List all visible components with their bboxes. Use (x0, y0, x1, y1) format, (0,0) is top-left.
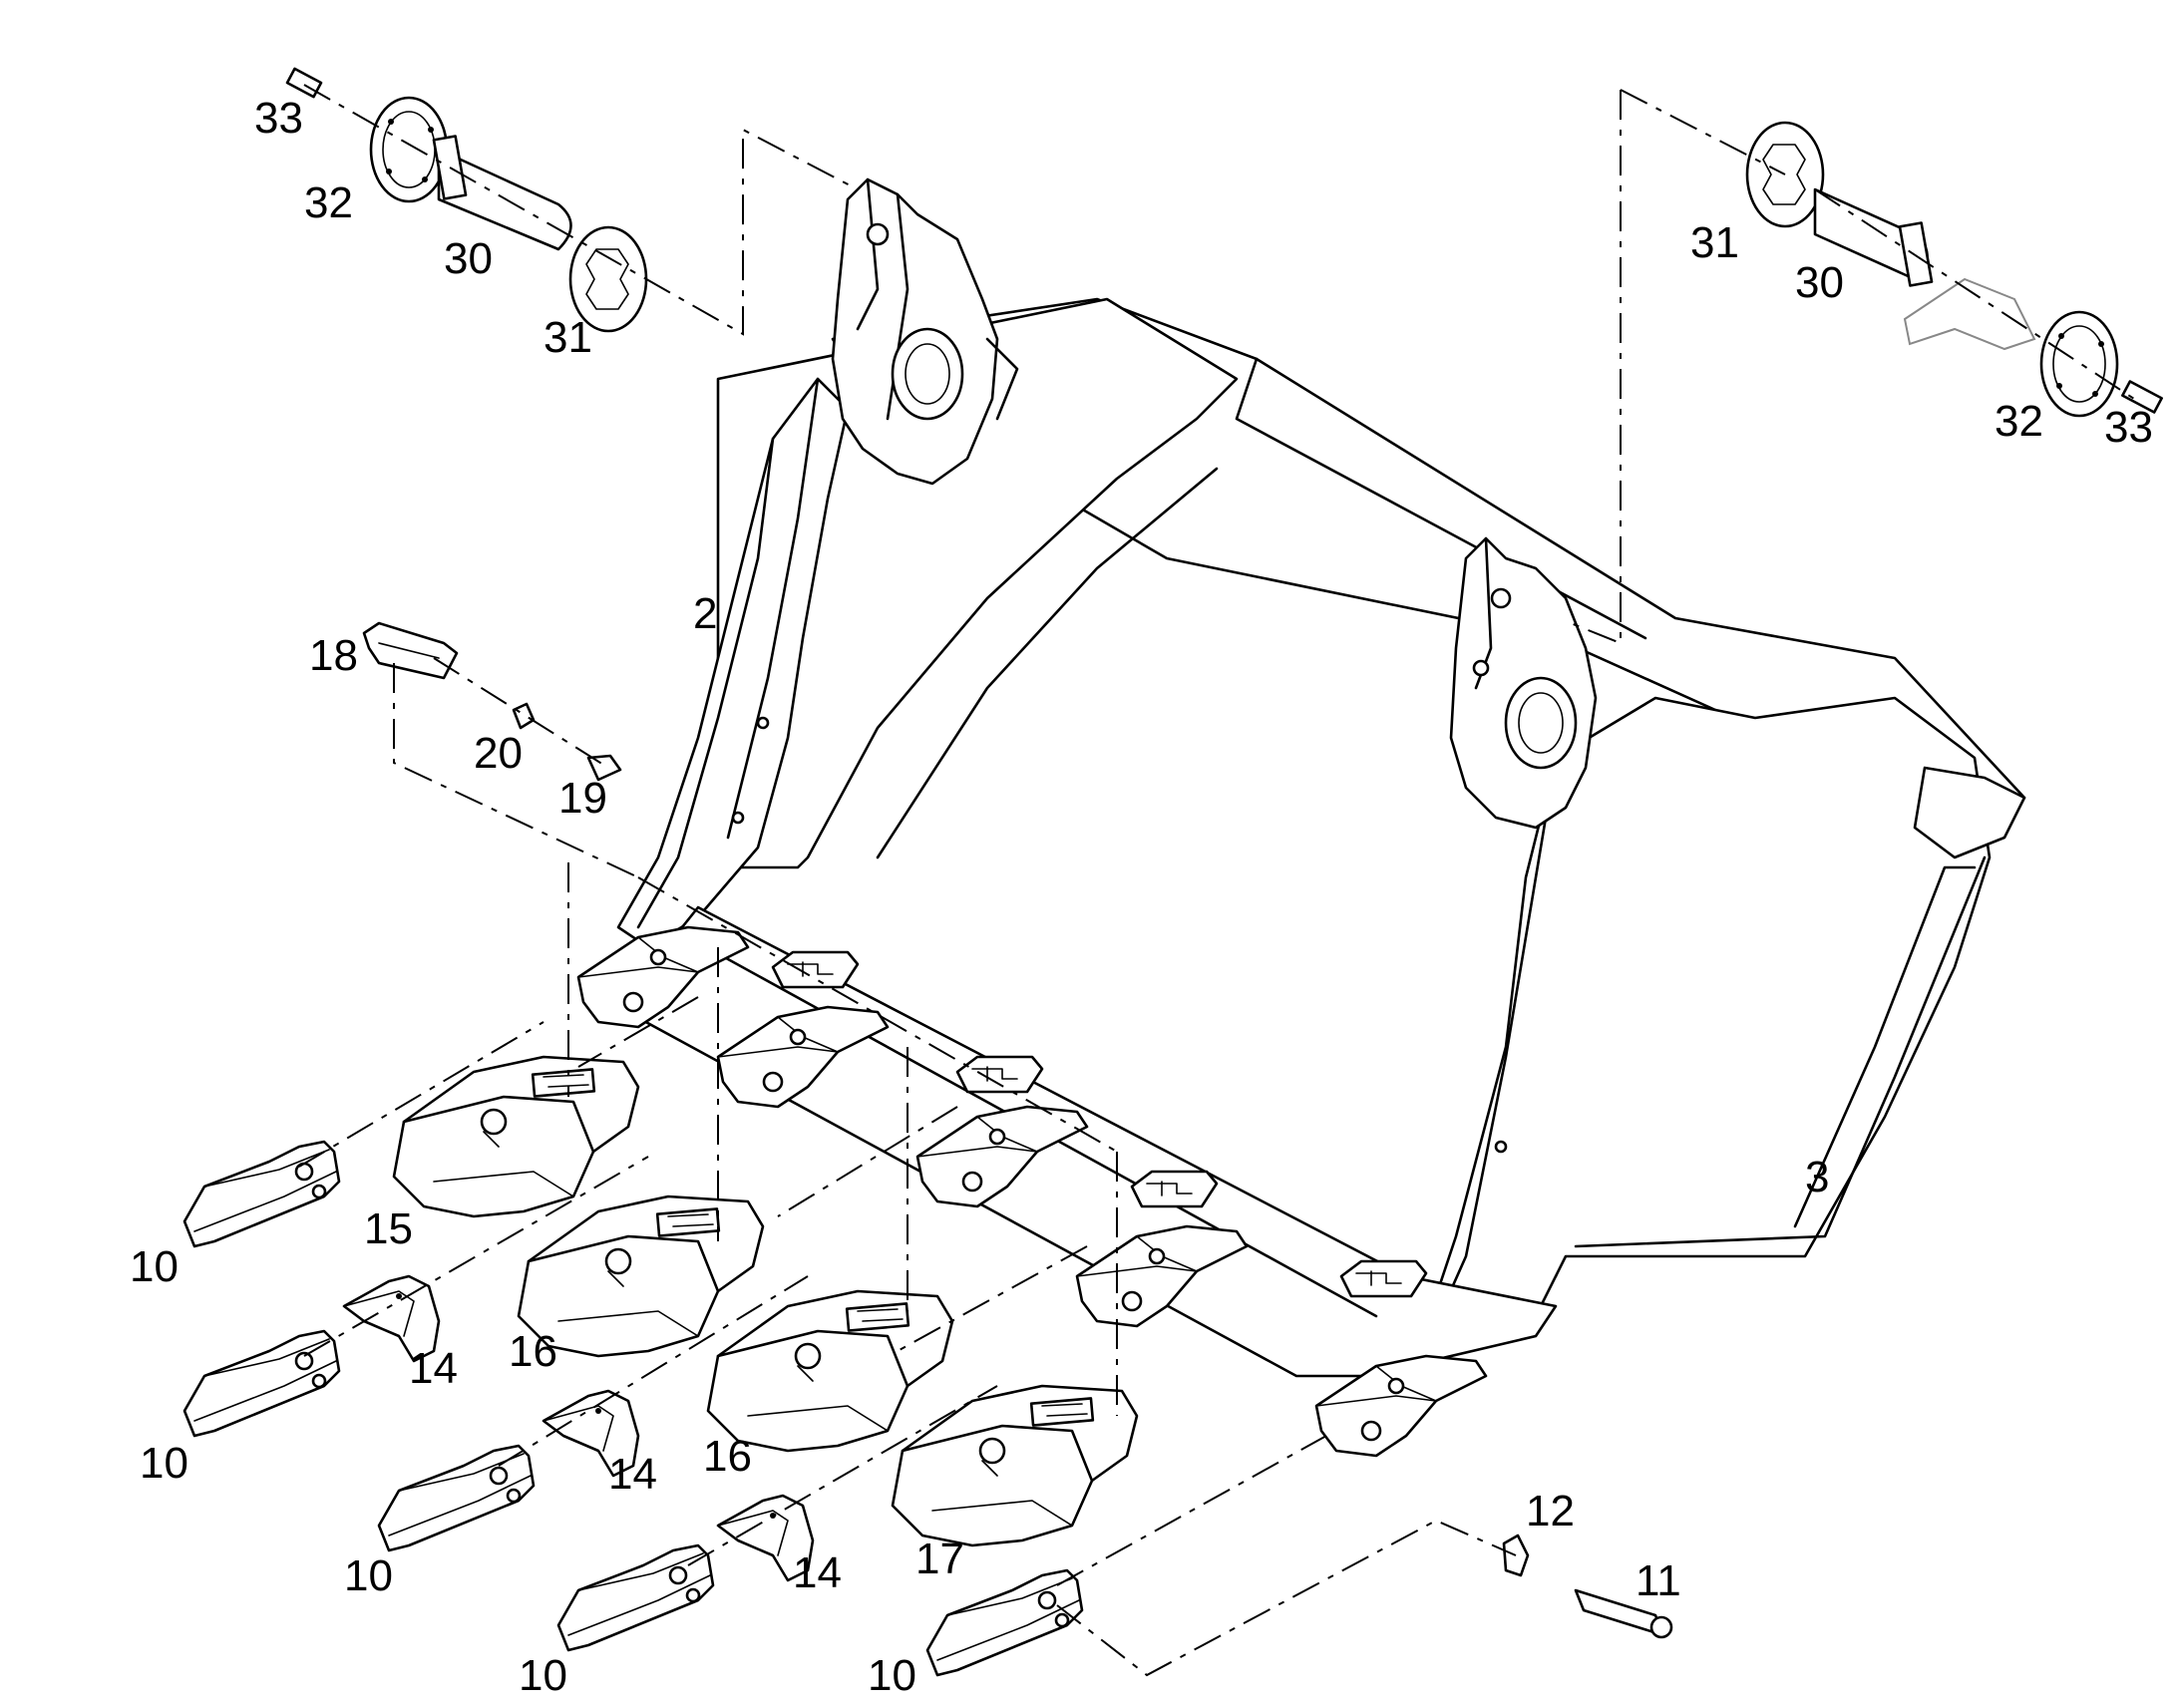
shroud-17 (891, 1384, 1139, 1547)
tooth-10-d (556, 1543, 715, 1652)
label-10-d: 10 (519, 1651, 567, 1700)
label-17: 17 (915, 1535, 964, 1583)
bolt-33-right (2121, 380, 2163, 414)
right-side-plate (1414, 696, 1992, 1358)
callout-labels: 33 32 30 31 31 30 32 33 2 3 18 20 19 15 … (130, 94, 2153, 1700)
label-10-c: 10 (344, 1551, 393, 1600)
label-16-b: 16 (703, 1432, 752, 1481)
label-18: 18 (309, 631, 358, 680)
label-31-right: 31 (1690, 218, 1739, 267)
clip-20 (512, 702, 536, 730)
lock-assembly (362, 621, 622, 782)
leader-lines (298, 84, 2135, 1677)
label-33-left: 33 (254, 94, 303, 143)
label-10-a: 10 (130, 1242, 179, 1291)
bracket-grey (1903, 277, 2036, 351)
label-31-left: 31 (544, 313, 592, 362)
bucket-inner-surface (716, 297, 1239, 869)
label-32-left: 32 (304, 178, 353, 227)
tooth-10-b (182, 1329, 341, 1438)
label-30-left: 30 (444, 234, 493, 283)
label-14-a: 14 (409, 1344, 458, 1393)
tooth-10-e (925, 1568, 1084, 1677)
label-12: 12 (1526, 1487, 1575, 1536)
label-2: 2 (693, 589, 717, 638)
bucket-body (576, 177, 2026, 1458)
label-30-right: 30 (1795, 258, 1844, 307)
label-10-b: 10 (140, 1439, 188, 1488)
lip-guard-4 (1339, 1259, 1428, 1298)
tooth-10-c (377, 1444, 536, 1552)
pin-assembly-right (1745, 121, 2163, 418)
label-15: 15 (364, 1204, 413, 1253)
label-33-right: 33 (2104, 403, 2153, 452)
flange-32-right (2039, 310, 2119, 418)
pin-19 (586, 754, 622, 782)
label-32-right: 32 (1995, 397, 2043, 446)
label-19: 19 (558, 774, 607, 823)
label-14-b: 14 (608, 1450, 657, 1499)
label-3: 3 (1805, 1153, 1829, 1201)
label-16-a: 16 (509, 1327, 557, 1376)
label-11: 11 (1635, 1556, 1681, 1605)
lip-guard-1 (771, 950, 860, 989)
label-10-e: 10 (868, 1651, 916, 1700)
lip-guard-3 (1130, 1170, 1219, 1208)
shroud-15 (392, 1055, 640, 1218)
label-14-c: 14 (793, 1548, 842, 1597)
label-20: 20 (474, 729, 523, 778)
lip-guard-2 (955, 1055, 1044, 1094)
